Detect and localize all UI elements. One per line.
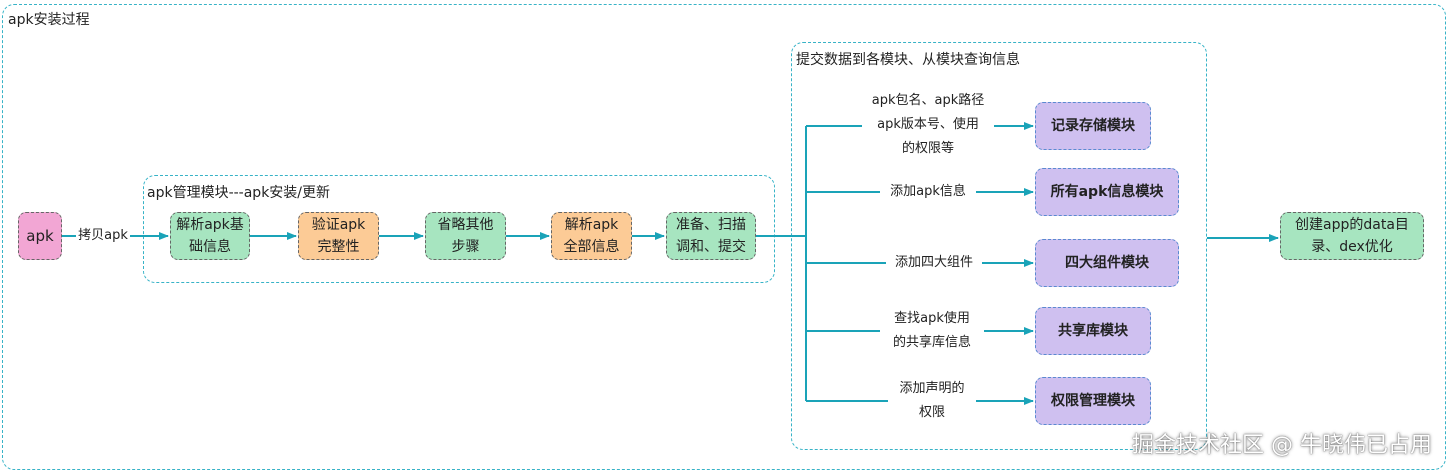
node-apk: apk — [18, 212, 62, 260]
watermark: 掘金技术社区 @ 牛晓伟已占用 — [1132, 433, 1432, 458]
submit-frame — [791, 42, 1207, 450]
label-copy-apk: 拷贝apk — [76, 224, 130, 248]
apk-module-frame-title: apk管理模块---apk安装/更新 — [147, 185, 331, 201]
label-to-record: apk包名、apk路径 apk版本号、使用 的权限等 — [862, 89, 994, 161]
node-parse-basic-info: 解析apk基 础信息 — [170, 212, 250, 260]
node-permission-management-module: 权限管理模块 — [1035, 377, 1151, 425]
node-create-data-dir-dex-opt: 创建app的data目 录、dex优化 — [1280, 212, 1424, 260]
node-prepare-scan-commit: 准备、扫描 调和、提交 — [666, 212, 756, 260]
node-all-apk-info-module: 所有apk信息模块 — [1035, 168, 1179, 216]
label-to-permission: 添加声明的 权限 — [888, 377, 976, 425]
outer-frame-title: apk安装过程 — [8, 12, 90, 28]
node-record-storage-module: 记录存储模块 — [1035, 102, 1151, 150]
outer-frame — [2, 4, 1446, 470]
label-to-shared: 查找apk使用 的共享库信息 — [880, 307, 984, 355]
label-to-all-info: 添加apk信息 — [880, 180, 976, 204]
node-verify-integrity: 验证apk 完整性 — [298, 212, 379, 260]
apk-module-frame — [143, 175, 775, 283]
node-parse-all-info: 解析apk 全部信息 — [551, 212, 632, 260]
label-to-components: 添加四大组件 — [886, 251, 982, 275]
node-skip-other-steps: 省略其他 步骤 — [425, 212, 506, 260]
node-shared-library-module: 共享库模块 — [1035, 307, 1151, 355]
submit-frame-title: 提交数据到各模块、从模块查询信息 — [796, 52, 1020, 68]
node-four-components-module: 四大组件模块 — [1035, 239, 1179, 287]
